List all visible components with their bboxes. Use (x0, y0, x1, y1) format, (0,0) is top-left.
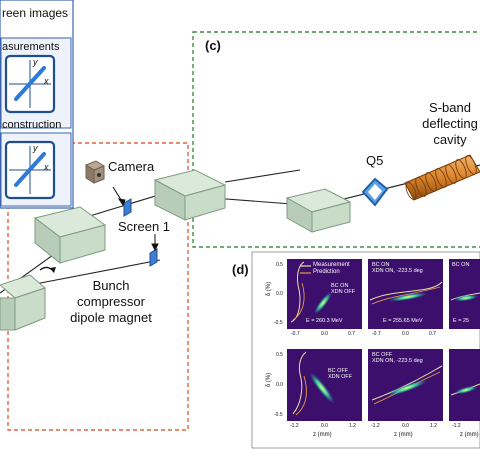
measure-axis-x: x (44, 76, 49, 86)
y-axis-label-bottom: δ (%) (266, 372, 273, 388)
plot-3-annotation: BC ON (452, 262, 469, 268)
panel-c-frame (192, 31, 480, 248)
plot-5-annotation: BC OFF XDN ON, -223.5 deg (372, 352, 423, 364)
dipole-magnet-1 (33, 206, 107, 265)
plot-1-energy: E = 260.3 MeV (306, 318, 343, 324)
dipole-magnet-2 (153, 169, 227, 221)
legend-measurement-label: Measurement (313, 262, 350, 268)
x-axis-label-3: z (mm) (460, 432, 479, 438)
xtick-top-p2-3: 0.7 (429, 331, 436, 337)
camera-icon (84, 160, 106, 184)
bunch-compressor-label: Bunch compressor dipole magnet (56, 278, 166, 326)
bunch-compressor-frame (7, 142, 189, 431)
ytick-top-1: 0.5 (276, 262, 283, 268)
x-axis-label-1: z (mm) (313, 432, 332, 438)
plot-panel-2 (368, 259, 443, 329)
plot-5-line-2: XDN ON, -223.5 deg (372, 358, 423, 364)
bunch-label-line-1: Bunch (92, 278, 130, 293)
plot-1-line-1: BC ON (331, 283, 349, 289)
cavity-label-line-3: cavity (433, 132, 467, 147)
plot-3-energy: E = 25 (453, 318, 470, 324)
plot-4-line-2: XDN OFF (328, 374, 353, 380)
screen-1-label: Screen 1 (118, 219, 171, 234)
legend-prediction-label: Prediction (313, 269, 340, 275)
x-axis-label-2: z (mm) (394, 432, 413, 438)
screen-arrows (112, 186, 159, 252)
plot-panel-3 (449, 259, 480, 329)
ytick-top-2: 0.0 (276, 291, 283, 297)
bunch-label-line-2: compressor (77, 294, 145, 309)
reconstruction-label: construction (2, 119, 62, 131)
xtick-bottom-p4-1: -1.2 (290, 423, 299, 429)
measurement-screen-icon (4, 54, 56, 114)
reconstruction-screen-icon (4, 140, 56, 200)
screen-1-icon (149, 248, 158, 267)
cavity-label: S-band deflecting cavity (420, 100, 480, 148)
recon-axis-x: x (44, 162, 49, 172)
xtick-bottom-p5-1: -1.2 (371, 423, 380, 429)
plot-2-line-1: BC ON (372, 262, 390, 268)
plot-panel-6 (449, 349, 480, 421)
bend-arrowhead-icon (50, 267, 56, 273)
panel-c-label: (c) (205, 38, 221, 53)
measure-axis-y: y (33, 57, 38, 67)
s-band-cavity-icon (404, 154, 480, 201)
screen-icon-upper (123, 198, 132, 217)
y-axis-label-top: δ (%) (266, 281, 273, 297)
plot-3-line-1: BC ON (452, 262, 470, 268)
plot-1-line-2: XDN OFF (331, 289, 356, 295)
cavity-label-line-2: deflecting (422, 116, 478, 131)
plot-panel-5 (368, 349, 443, 421)
plot-4-annotation: BC OFF XDN OFF (328, 368, 352, 380)
panel-d-frame (251, 251, 480, 449)
bunch-label-line-3: dipole magnet (70, 310, 152, 325)
xtick-bottom-p4-3: 1.2 (349, 423, 356, 429)
q5-quadrupole-icon (361, 177, 389, 207)
xtick-top-p1-1: -0.7 (291, 331, 300, 337)
xtick-bottom-p5-2: 0.0 (402, 423, 409, 429)
panel-d-label: (d) (232, 262, 249, 277)
dipole-magnet-3 (285, 188, 352, 233)
xtick-top-p1-2: 0.0 (321, 331, 328, 337)
measurements-label: asurements (2, 41, 60, 53)
ytick-top-3: -0.5 (274, 320, 283, 326)
plot-4-line-1: BC OFF (328, 368, 349, 374)
xtick-top-p2-1: -0.7 (372, 331, 381, 337)
cavity-label-line-1: S-band (429, 100, 471, 115)
plot-2-energy: E = 255.65 MeV (383, 318, 423, 324)
xtick-top-p1-3: 0.7 (348, 331, 355, 337)
ytick-bottom-1: 0.5 (276, 352, 283, 358)
camera-label: Camera (108, 159, 155, 174)
plot-2-line-2: XDN ON, -223.5 deg (372, 268, 423, 274)
plot-1-annotation: BC ON XDN OFF (331, 283, 355, 295)
q5-label: Q5 (366, 153, 384, 168)
xtick-bottom-p5-3: 1.2 (430, 423, 437, 429)
ytick-bottom-3: -0.5 (274, 412, 283, 418)
plot-2-annotation: BC ON XDN ON, -223.5 deg (372, 262, 423, 274)
recon-axis-y: y (33, 143, 38, 153)
xtick-top-p2-2: 0.0 (402, 331, 409, 337)
ytick-bottom-2: 0.0 (276, 382, 283, 388)
plot-panel-1 (287, 259, 362, 329)
xtick-bottom-p4-2: 0.0 (321, 423, 328, 429)
dipole-magnet-left (0, 274, 46, 331)
plot-panel-4 (287, 349, 362, 421)
plot-5-line-1: BC OFF (372, 352, 393, 358)
inset-title: reen images (2, 6, 69, 20)
xtick-bottom-p6-1: -1.2 (452, 423, 461, 429)
